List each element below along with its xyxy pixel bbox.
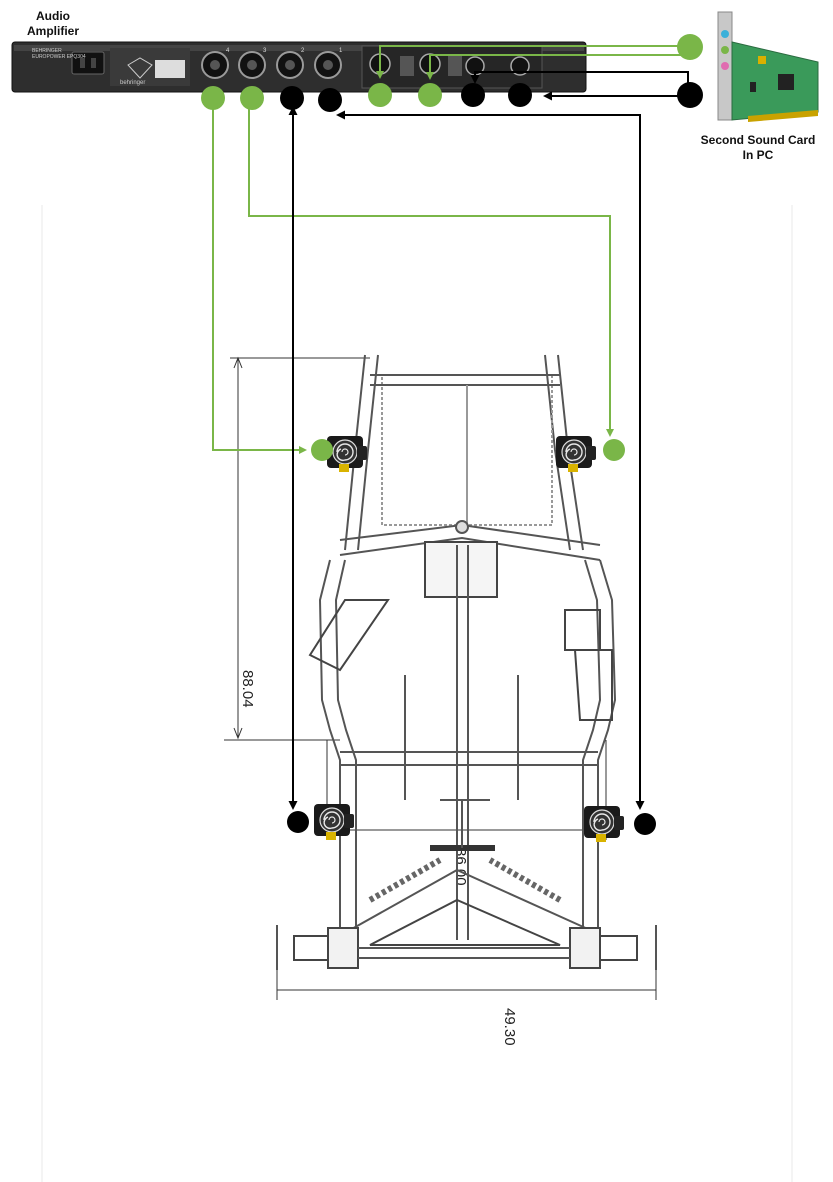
amplifier-label-line2: Amplifier — [26, 24, 79, 38]
sound-card-label-line2: In PC — [742, 148, 774, 162]
amplifier-icon — [11, 41, 587, 93]
dot-amp-input-c — [461, 83, 485, 107]
sound-card-label: Second Sound Card In PC — [688, 133, 828, 163]
amp-channel-3: 3 — [263, 48, 267, 54]
dot-rear-left — [287, 811, 309, 833]
dot-amp-ch2 — [280, 86, 304, 110]
dot-amp-ch3 — [240, 86, 264, 110]
amp-channel-4: 4 — [226, 48, 230, 54]
signal-wires — [288, 71, 689, 810]
length-dimension: 88.04 — [239, 670, 256, 708]
dot-amp-input-d — [508, 83, 532, 107]
shaker-rear-left-icon — [313, 803, 355, 841]
amp-channel-2: 2 — [301, 48, 305, 54]
dot-amp-input-a — [368, 83, 392, 107]
amp-model: EUROPOWER EPQ304 — [32, 54, 86, 60]
inner-width-dimension: 36.00 — [452, 848, 469, 886]
dot-front-left — [311, 439, 333, 461]
connector-dots — [201, 34, 703, 835]
dot-rear-right — [634, 813, 656, 835]
dot-amp-ch1 — [318, 88, 342, 112]
dot-amp-ch4 — [201, 86, 225, 110]
sound-card-label-line1: Second Sound Card — [700, 133, 816, 147]
shaker-front-right-icon — [555, 435, 597, 473]
sound-card-icon — [717, 11, 819, 122]
shaker-front-left-icon — [326, 435, 368, 473]
dot-card-green — [677, 34, 703, 60]
amplifier-label-line1: Audio — [36, 9, 70, 23]
outer-width-dimension: 49.30 — [501, 1008, 518, 1046]
amp-logo: behringer — [120, 80, 145, 86]
dot-card-black — [677, 82, 703, 108]
amp-brand: BEHRINGER — [32, 48, 62, 54]
amp-channel-1: 1 — [339, 48, 343, 54]
shaker-rear-right-icon — [583, 805, 625, 843]
dot-front-right — [603, 439, 625, 461]
amplifier-label: Audio Amplifier — [18, 9, 88, 39]
dot-amp-input-b — [418, 83, 442, 107]
